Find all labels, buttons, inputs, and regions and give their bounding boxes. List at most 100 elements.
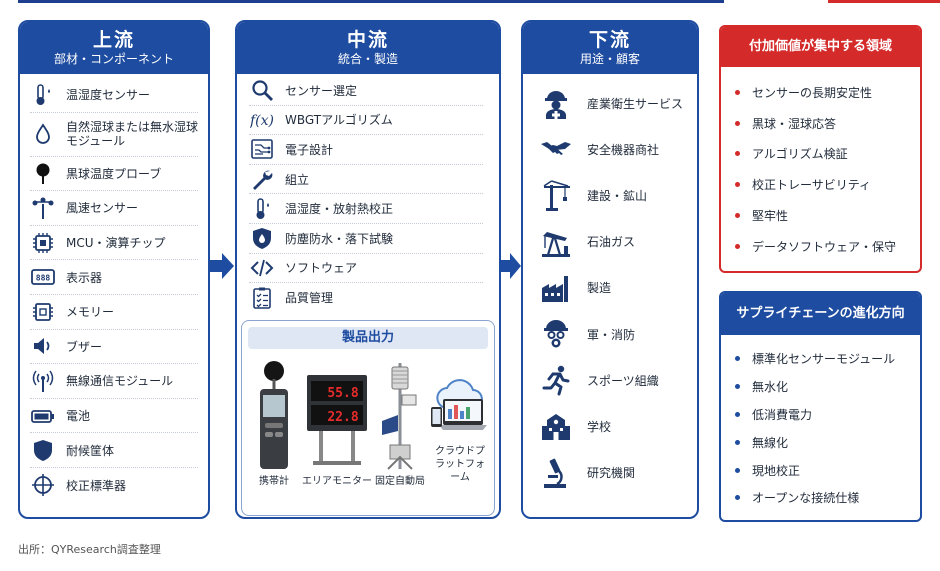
list-item: オープンな接続仕様 [735,484,910,512]
list-item: 産業衛生サービス [539,80,687,126]
list-item: 無水化 [735,373,910,401]
list-item: ブザー [30,330,198,365]
midstream-list: センサー選定 f(x) WBGTアルゴリズム 電子設計 組立 温湿度・放射熱校正… [237,74,499,313]
product-handheld: 携帯計 [246,359,302,488]
list-item-label: 温湿度センサー [66,88,151,103]
list-item: 校正標準器 [30,468,198,503]
product-output-box: 製品出力 携帯計 55.8 22.8 [241,320,495,516]
list-item: 校正トレーサビリティ [735,169,910,200]
list-item: 電子設計 [249,135,483,165]
list-item: 防塵防水・落下試験 [249,224,483,254]
flow-arrow-icon [210,253,234,279]
list-item: データソフトウェア・保守 [735,231,910,262]
list-item-label: 軍・消防 [587,327,636,342]
factory-icon [539,271,573,305]
school-icon [539,409,573,443]
shield-icon [30,437,56,463]
battery-icon [30,403,56,429]
list-item-label: 風速センサー [66,201,139,216]
upstream-title: 上流 [92,29,135,51]
downstream-panel: 下流 用途・顧客 産業衛生サービス 安全機器商社 建設・鉱山 石油ガス 製造 軍… [521,20,699,519]
list-item-label: WBGTアルゴリズム [285,113,393,128]
product-output-title: 製品出力 [248,327,488,349]
list-item: 無線通信モジュール [30,364,198,399]
downstream-list: 産業衛生サービス 安全機器商社 建設・鉱山 石油ガス 製造 軍・消防 スポーツ組… [523,74,697,496]
list-item: 研究機関 [539,450,687,496]
chip-icon [30,230,56,256]
product-cloud-platform: クラウドプラットフォーム [428,377,492,484]
supply-chain-direction-list: 標準化センサーモジュール 無水化 低消費電力 無線化 現地校正 オープンな接続仕… [721,335,920,512]
black-globe-probe-icon [30,160,56,186]
midstream-title: 中流 [346,29,389,51]
gas-mask-icon [539,317,573,351]
list-item-label: ブザー [66,339,103,354]
oil-pump-icon [539,225,573,259]
list-item-label: 建設・鉱山 [587,188,648,203]
list-item: 堅牢性 [735,200,910,231]
handshake-icon [539,132,573,166]
list-item: 風速センサー [30,191,198,226]
memory-icon [30,299,56,325]
list-item-label: 校正標準器 [66,478,127,493]
speaker-icon [30,333,56,359]
list-item-label: アルゴリズム検証 [752,147,848,162]
list-item: 黒球・湿球応答 [735,108,910,139]
list-item: 建設・鉱山 [539,172,687,218]
source-note: 出所：QYResearch調査整理 [18,543,161,556]
list-item-label: 研究機関 [587,466,636,481]
list-item-label: センサー選定 [285,83,358,98]
downstream-header: 下流 用途・顧客 [523,22,697,74]
bullet-icon [735,243,740,249]
list-item: 888 表示器 [30,260,198,295]
list-item: 耐候筐体 [30,433,198,468]
supply-chain-direction-panel: サプライチェーンの進化方向 標準化センサーモジュール 無水化 低消費電力 無線化… [719,291,922,522]
list-item-label: 組立 [285,172,310,187]
list-item-label: 品質管理 [285,291,334,306]
list-item: メモリー [30,295,198,330]
list-item: ソフトウェア [249,254,483,284]
list-item-label: センサーの長期安定性 [752,85,873,100]
list-item: MCU・演算チップ [30,226,198,261]
value-concentration-panel: 付加価値が集中する領域 センサーの長期安定性 黒球・湿球応答 アルゴリズム検証 … [719,25,922,273]
microscope-icon [539,456,573,490]
bullet-icon [735,151,740,157]
display-bottom-value: 22.8 [327,410,358,425]
cloud-platform-icon [431,379,487,430]
crane-icon [539,178,573,212]
midstream-subtitle: 統合・製造 [337,52,398,66]
list-item: 無線化 [735,428,910,456]
bullet-icon [735,213,740,219]
display-top-value: 55.8 [327,386,358,401]
value-concentration-list: センサーの長期安定性 黒球・湿球応答 アルゴリズム検証 校正トレーサビリティ 堅… [721,67,920,262]
list-item: 学校 [539,403,687,449]
product-label: エリアモニター [302,476,372,487]
list-item-label: 自然湿球または無水湿球モジュール [66,120,199,149]
list-item-label: 黒球・湿球応答 [752,116,837,131]
list-item: 低消費電力 [735,401,910,429]
list-item: 自然湿球または無水湿球モジュール [30,113,198,157]
list-item-label: 表示器 [66,270,103,285]
supply-chain-direction-title: サプライチェーンの進化方向 [721,293,920,335]
list-item-label: MCU・演算チップ [66,236,166,251]
list-item-label: 石油ガス [587,235,636,250]
list-item-label: 耐候筐体 [66,443,115,458]
midstream-panel: 中流 統合・製造 センサー選定 f(x) WBGTアルゴリズム 電子設計 組立 … [235,20,501,519]
list-item-label: データソフトウェア・保守 [752,239,897,254]
list-item: 組立 [249,165,483,195]
list-item: 黒球温度プローブ [30,157,198,192]
list-item: 温湿度・放射熱校正 [249,194,483,224]
antenna-icon [30,368,56,394]
value-concentration-title: 付加価値が集中する領域 [721,27,920,67]
product-area-monitor: 55.8 22.8 エリアモニター [302,373,372,488]
bullet-icon [735,384,740,390]
list-item-label: 堅牢性 [752,209,789,224]
list-item: 現地校正 [735,456,910,484]
list-item-label: メモリー [66,305,115,320]
product-label: クラウドプラットフォーム [435,446,485,483]
list-item-label: 無線通信モジュール [66,374,174,389]
list-item: f(x) WBGTアルゴリズム [249,106,483,136]
list-item: センサー選定 [249,76,483,106]
list-item: センサーの長期安定性 [735,77,910,108]
svg-text:888: 888 [36,274,51,283]
bullet-icon [735,89,740,95]
